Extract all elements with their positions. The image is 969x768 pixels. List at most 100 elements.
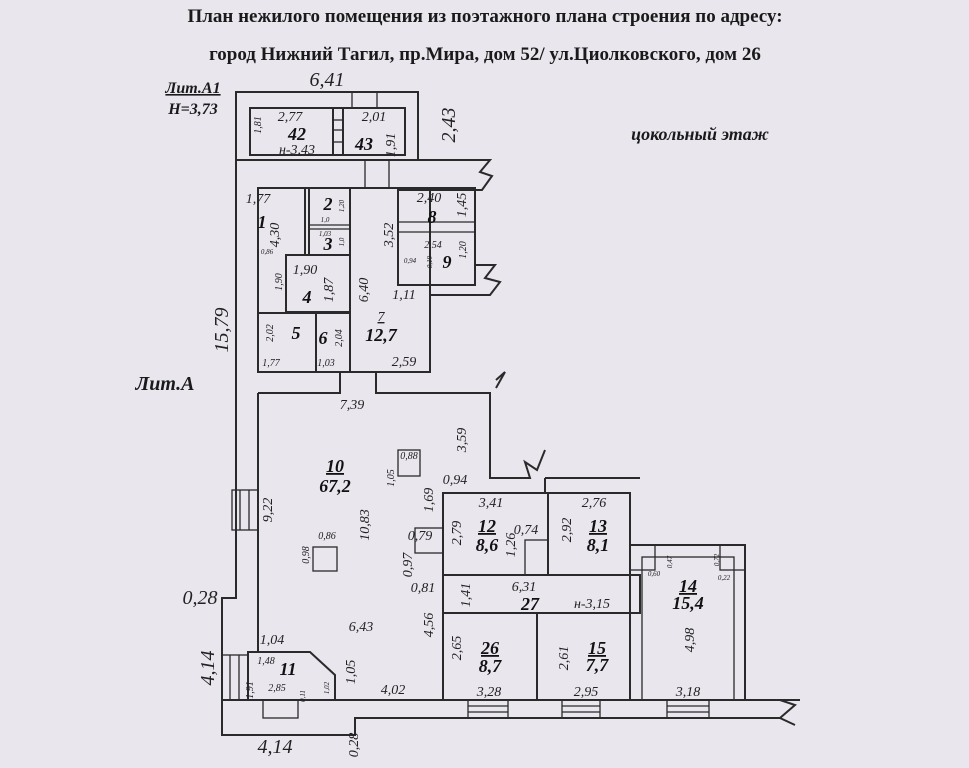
room-4: 4 1,90 1,87 1,90 (274, 263, 337, 307)
dimension: 0,88 (400, 451, 418, 462)
title-line-2: город Нижний Тагил, пр.Мира, дом 52/ ул.… (209, 44, 761, 65)
room-9: 9 2,54 1,20 0,94 0,19 (404, 240, 469, 272)
room-area: 8,6 (476, 535, 499, 555)
dimension: 1,20 (458, 241, 469, 259)
room-8: 8 2,40 1,45 (417, 191, 470, 227)
dimension: 4,98 (683, 628, 698, 653)
dimension: 2,61 (557, 646, 572, 671)
room-15: 15 7,7 2,61 2,95 (557, 638, 609, 700)
outer-dim-left-bottom: 4,14 (197, 651, 219, 686)
dimension: 2,65 (450, 636, 465, 661)
outer-dim-bottom: 4,14 (258, 736, 293, 758)
dimension: 2,02 (265, 324, 276, 342)
room-27: 27 н-3,15 6,31 (512, 580, 610, 614)
room-43: 43 2,01 1,91 (354, 110, 399, 157)
room-2: 2 1,0 1,20 (321, 194, 346, 224)
dimension: 1,91 (245, 681, 256, 699)
dimension: 1,0 (338, 237, 346, 246)
dimension: 1,77 (246, 192, 272, 207)
room-area: 8,7 (479, 656, 503, 676)
room-number: 43 (354, 134, 373, 154)
dimension: 3,52 (382, 223, 397, 249)
room-number: 6 (319, 328, 328, 348)
dimension: 1,69 (422, 488, 437, 513)
dimension: 2,95 (574, 685, 599, 700)
dimension: 0,98 (301, 546, 312, 564)
room-area: 7,7 (586, 655, 610, 675)
dimension: 3,41 (478, 496, 504, 511)
room-6: 6 2,04 1,03 (317, 328, 345, 369)
lit-a1-label: Лит.А1 (164, 80, 220, 97)
dimension: 0,60 (648, 570, 661, 578)
walls (221, 91, 800, 736)
room-number: 15 (588, 638, 606, 658)
dimension: 1,90 (293, 263, 318, 278)
dimension: 2,92 (560, 518, 575, 543)
dimension: 1,05 (344, 660, 359, 685)
dimension: 4,30 (268, 223, 283, 248)
dimension: 3,28 (476, 685, 502, 700)
dimension: 2,76 (582, 496, 607, 511)
dimension: 1,02 (323, 681, 331, 694)
dimension: 1,91 (384, 133, 399, 158)
dimension: 1,11 (392, 288, 415, 303)
dimension: 0,19 (426, 255, 434, 268)
dimension: 1,41 (459, 583, 474, 608)
room-12: 12 8,6 3,41 2,79 0,74 1,26 (450, 496, 538, 557)
dimension: 1,03 (319, 230, 332, 238)
dimension: 1,04 (260, 633, 285, 648)
dimension: 1,87 (322, 277, 337, 303)
dimension: 0,97 (401, 552, 416, 578)
dimension: 0,79 (408, 529, 433, 544)
room-number: 14 (679, 576, 697, 596)
dimension: 1,05 (386, 469, 397, 487)
room-area: 15,4 (672, 593, 704, 613)
dimension: 2,77 (278, 110, 304, 125)
dimension: 2,04 (334, 329, 345, 347)
room-7: 7 12,7 6,40 1,11 2,59 3,52 (357, 223, 416, 370)
dimension: 0,94 (404, 257, 417, 265)
room-number: 26 (480, 638, 499, 658)
room-number: 10 (326, 456, 344, 476)
dimension: 1,90 (274, 273, 285, 291)
dimension: 6,40 (357, 278, 372, 303)
room-26: 26 8,7 2,65 3,28 (450, 636, 502, 700)
dimension: 0,74 (514, 523, 539, 538)
room-11: 11 1,48 2,85 1,91 1,05 0,11 1,02 (245, 656, 359, 702)
outer-dim-top: 6,41 (310, 69, 345, 91)
dimension: 3,59 (455, 428, 470, 454)
dimension: 2,54 (424, 240, 442, 251)
dimension: 6,31 (512, 580, 537, 595)
room-13: 13 8,1 2,76 2,92 (560, 496, 609, 555)
dimension: 4,56 (422, 613, 437, 638)
room-area: 12,7 (365, 325, 398, 345)
outer-dim-offset: 0,28 (183, 587, 218, 609)
room-area: 67,2 (319, 476, 351, 496)
dimension: 1,20 (338, 199, 346, 212)
dimension: 0,94 (443, 473, 468, 488)
dimension: 3,18 (675, 685, 701, 700)
dimension: 0,81 (411, 581, 436, 596)
room-number: 42 (287, 124, 306, 144)
dimension: 2,85 (268, 683, 286, 694)
room-number: 9 (443, 252, 452, 272)
dimension: 0,86 (318, 531, 336, 542)
dimension: 9,22 (261, 498, 276, 523)
room-number: 4 (302, 287, 312, 307)
room-height: н-3,15 (574, 597, 610, 612)
outer-dim-a1-height: 2,43 (438, 108, 460, 143)
room-number: 11 (279, 659, 296, 679)
room-14: 14 15,4 4,98 3,18 0,60 0,47 0,72 0,22 (648, 553, 731, 700)
lit-a1-height: Н=3,73 (167, 101, 218, 118)
room-height: н-3,43 (279, 143, 315, 158)
room-number: 13 (589, 516, 607, 536)
dimension: 6,43 (349, 620, 374, 635)
dimension: 0,22 (718, 574, 731, 582)
room-1: 1 1,77 4,30 0,86 (246, 192, 283, 256)
dimension: 2,40 (417, 191, 442, 206)
dimension: 1,03 (317, 358, 335, 369)
room-number: 3 (323, 234, 333, 254)
outer-dim-bottom-offset: 0,28 (347, 733, 362, 758)
dimension: 0,72 (713, 553, 721, 566)
room-number: 27 (520, 594, 540, 614)
